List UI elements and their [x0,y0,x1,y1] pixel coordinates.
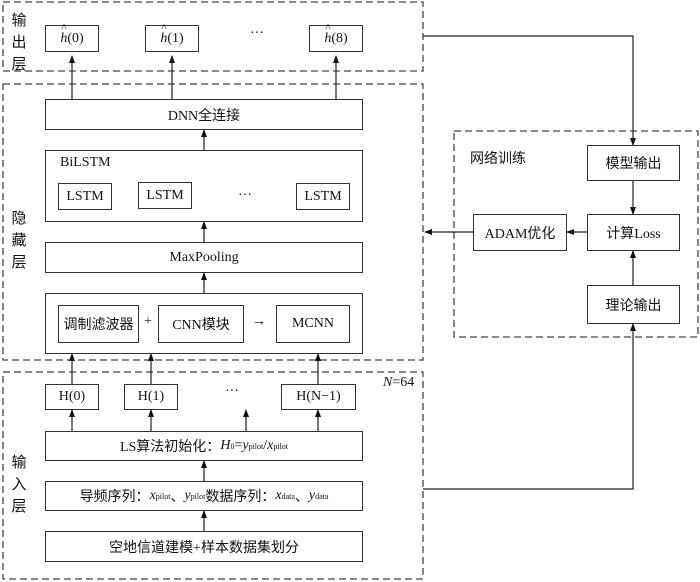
theory-output-box: 理论输出 [587,285,680,324]
output-node-h0: h(0) [45,22,99,52]
h-hat-symbol: h [60,22,67,47]
separator: 、 [294,490,309,505]
plus-sign: + [144,314,152,329]
arrow-input-to-theory [423,323,636,490]
h-hat-symbol: h [160,22,167,47]
h-symbol: H [220,438,231,453]
channel-ellipsis: ··· [225,384,239,399]
training-title: 网络训练 [470,152,526,167]
y-subscript: pilot [248,441,264,451]
channel-hn-1: H(N−1) [281,384,356,410]
pilot-prefix: 导频序列： [79,490,150,505]
model-output-box: 模型输出 [587,145,680,181]
separator: 、 [170,490,185,505]
arrow-symbol: → [252,314,266,329]
channel-h1: H(1) [124,384,178,410]
input-layer-label: 输入层 [11,455,27,515]
modulation-filter-box: 调制滤波器 [58,305,139,343]
bilstm-title: BiLSTM [60,155,111,170]
y-symbol: y [184,488,191,503]
equals: = [234,438,243,453]
training-boundary [453,130,699,338]
lstm-cell: LSTM [296,183,350,210]
node-index: 8 [336,30,343,46]
arrow-output-to-model-output [423,35,636,146]
adam-optimizer-box: ADAM优化 [473,214,567,251]
lstm-cell: LSTM [138,182,192,209]
output-ellipsis: ··· [250,26,264,41]
cnn-module-box: CNN模块 [158,305,244,343]
channel-modeling-block: 空地信道建模+样本数据集划分 [45,531,363,562]
x-subscript: pilot [155,491,171,501]
x-subscript: pilot [273,441,289,451]
hidden-layer-label: 隐藏层 [11,211,27,271]
lstm-cell: LSTM [58,183,112,210]
lstm-ellipsis: ··· [238,188,252,203]
y-symbol: y [308,488,316,503]
output-node-h8: h(8) [309,22,363,52]
hidden-layer-boundary [2,83,424,361]
input-layer-boundary [2,371,424,580]
n-value-label: N=64 [383,375,414,391]
ls-prefix: LS算法初始化： [119,440,221,455]
y-subscript: pilot [190,491,206,501]
channel-h0: H(0) [45,384,99,410]
h-subscript: 0 [230,441,235,451]
slash: / [263,438,268,453]
dnn-fully-connected: DNN全连接 [45,99,363,130]
x-symbol: x [267,438,274,453]
mcnn-result-box: MCNN [276,305,350,343]
node-index: 0 [72,30,79,46]
output-layer-label: 输出层 [11,13,27,73]
maxpooling-block: MaxPooling [45,242,363,273]
x-symbol: x [275,488,282,503]
h-hat-symbol: h [324,22,331,47]
n-symbol: N [383,375,393,390]
output-node-h1: h(1) [145,22,199,52]
y-subscript: data [315,491,329,501]
data-prefix: 数据序列： [205,490,276,505]
x-subscript: data [281,491,295,501]
n-value: =64 [392,375,415,390]
node-index: 1 [172,30,179,46]
x-symbol: x [149,488,156,503]
y-symbol: y [242,438,249,453]
compute-loss-box: 计算Loss [587,214,680,251]
